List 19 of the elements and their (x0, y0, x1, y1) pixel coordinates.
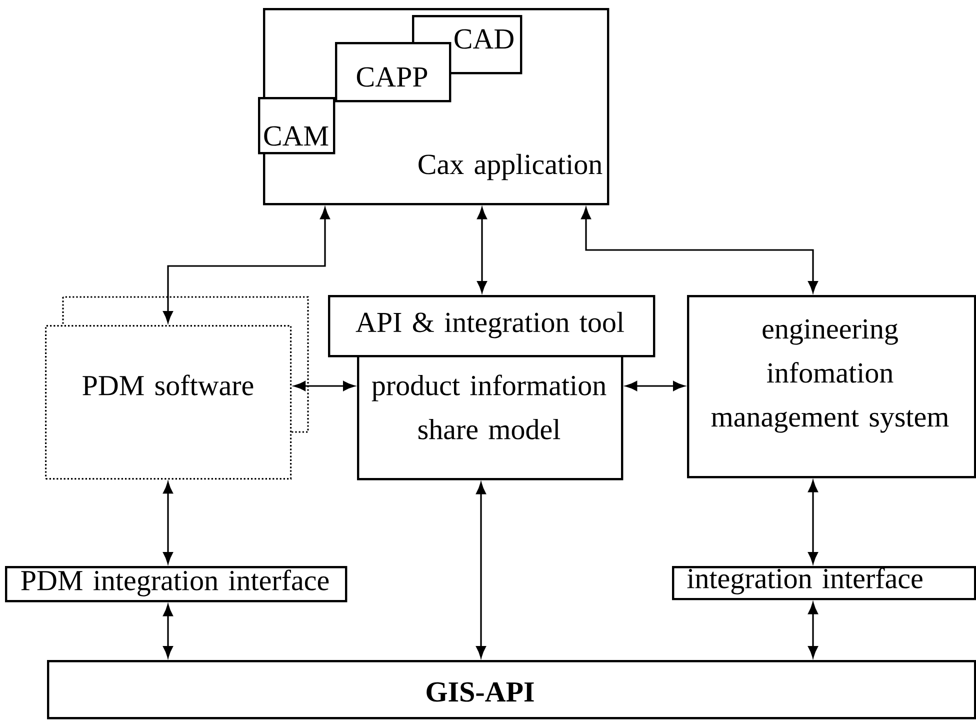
system-box: engineering infomation management system (687, 295, 976, 478)
api-box: GIS-API (47, 660, 976, 720)
arrow (294, 381, 355, 391)
arrow (163, 208, 330, 323)
interface-box: PDM integration interface (5, 566, 348, 602)
arrow (808, 480, 818, 564)
arrow (163, 604, 173, 658)
arrow (477, 208, 487, 293)
arrow (163, 482, 173, 564)
model-box: product information share model (357, 355, 624, 480)
interface-box: integration interface (672, 566, 976, 600)
arrow (626, 381, 685, 391)
arrow (581, 208, 818, 293)
arrow (808, 602, 818, 658)
module-box: CAM (258, 97, 336, 154)
tool-box: API & integration tool (328, 295, 656, 358)
arrow (476, 482, 486, 658)
software-box: PDM software (45, 296, 309, 480)
module-box: CAPP (335, 42, 452, 102)
